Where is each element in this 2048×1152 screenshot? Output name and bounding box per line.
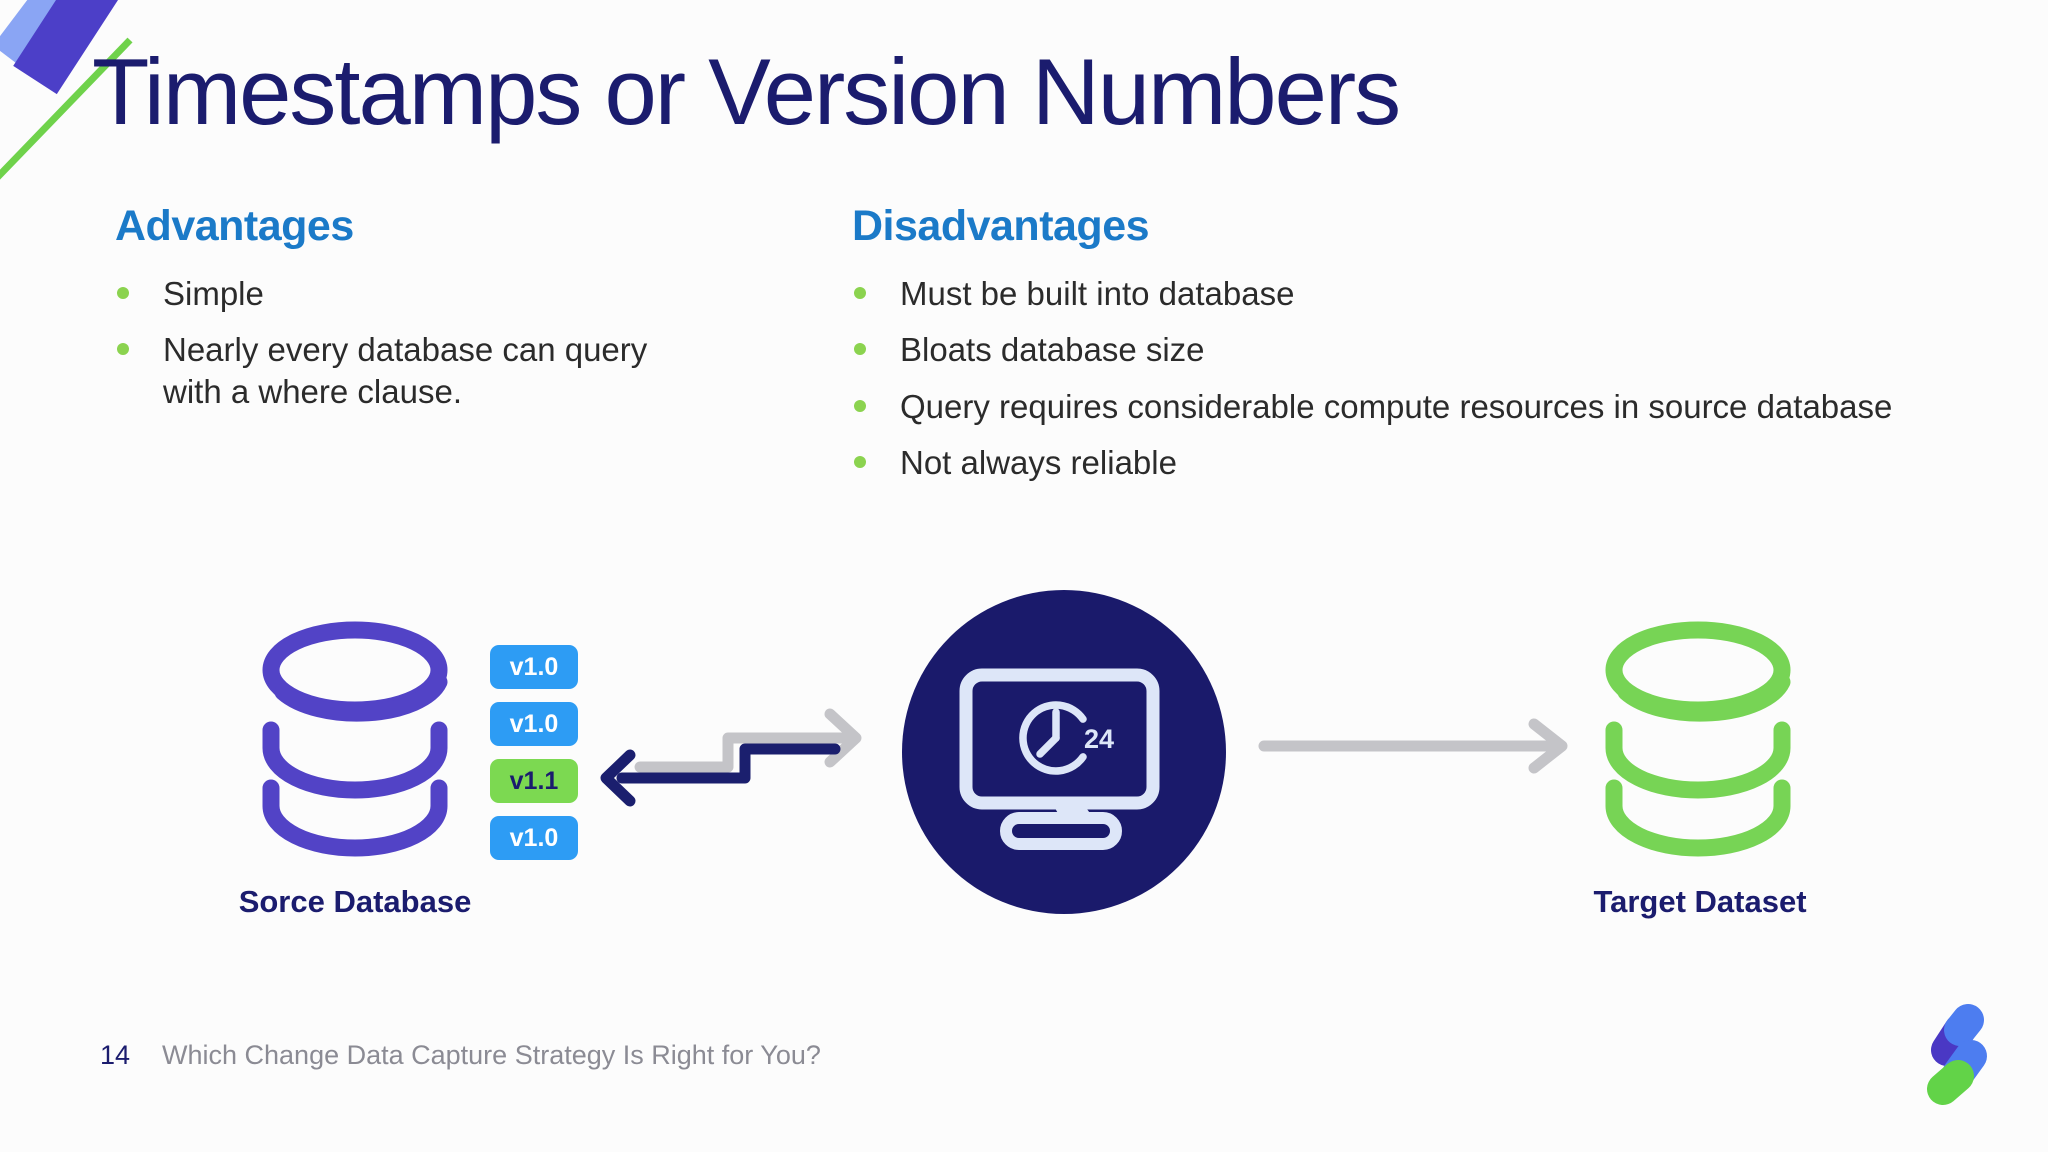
advantages-heading: Advantages — [115, 202, 354, 250]
advantages-list: Simple Nearly every database can query w… — [115, 273, 655, 412]
target-database-icon — [1605, 621, 1791, 857]
clock-icon — [1019, 701, 1087, 775]
arrow-left-icon — [616, 743, 841, 784]
list-item: Query requires considerable compute reso… — [852, 386, 2012, 427]
page-number: 14 — [100, 1040, 131, 1070]
step-arrows-icon — [600, 708, 862, 807]
corner-decoration — [0, 0, 133, 180]
company-logo-icon — [1927, 1004, 1987, 1105]
list-item: Not always reliable — [852, 442, 2012, 483]
list-item: Must be built into database — [852, 273, 2012, 314]
source-database-icon — [262, 621, 448, 857]
version-badge-list: v1.0 v1.0 v1.1 v1.0 — [490, 645, 578, 873]
version-badge: v1.0 — [490, 702, 578, 746]
target-dataset-label: Target Dataset — [1593, 884, 1807, 919]
disadvantages-list: Must be built into database Bloats datab… — [852, 273, 2012, 483]
source-database-label: Sorce Database — [238, 884, 472, 919]
clock-monitor-icon: 24 — [959, 668, 1160, 850]
list-item: Nearly every database can query with a w… — [115, 329, 655, 412]
page-title: Timestamps or Version Numbers — [92, 39, 1401, 144]
arrow-right-icon — [634, 732, 854, 773]
process-circle: 24 — [902, 590, 1226, 914]
version-badge: v1.0 — [490, 645, 578, 689]
list-item: Bloats database size — [852, 329, 2012, 370]
list-item: Simple — [115, 273, 655, 314]
advantages-section: Advantages Simple Nearly every database … — [115, 202, 655, 427]
version-badge: v1.1 — [490, 759, 578, 803]
arrow-to-target-icon — [1258, 718, 1568, 774]
footer-title: Which Change Data Capture Strategy Is Ri… — [162, 1040, 821, 1070]
disadvantages-heading: Disadvantages — [852, 202, 1150, 250]
disadvantages-section: Disadvantages Must be built into databas… — [852, 202, 2012, 498]
version-badge: v1.0 — [490, 816, 578, 860]
clock-24-label: 24 — [1084, 724, 1114, 754]
